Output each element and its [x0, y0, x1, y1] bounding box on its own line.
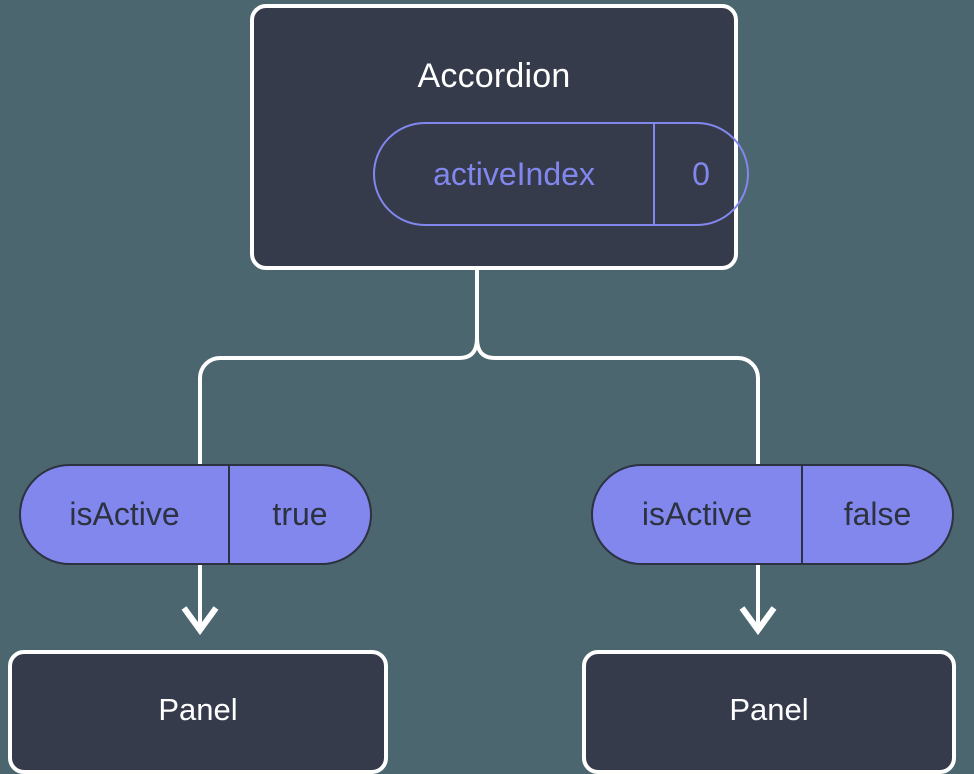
state-pill-active-index[interactable]: activeIndex 0: [373, 122, 749, 226]
connector-branch-left: [198, 337, 479, 464]
prop-pill-is-active-false[interactable]: isActive false: [591, 464, 954, 565]
arrow-down-icon-right-head: [739, 606, 777, 636]
prop-pill-key: isActive: [593, 466, 803, 563]
panel-node-title: Panel: [729, 691, 809, 727]
prop-pill-value: true: [272, 496, 328, 532]
accordion-node[interactable]: Accordion activeIndex 0: [250, 4, 749, 270]
accordion-node-title: Accordion: [417, 57, 571, 95]
state-pill-key: activeIndex: [375, 124, 655, 224]
prop-pill-key: isActive: [21, 466, 230, 563]
connector-junction: [475, 337, 760, 464]
panel-node-title: Panel: [158, 691, 238, 727]
prop-pill-is-active-true[interactable]: isActive true: [19, 464, 372, 565]
prop-pill-value: false: [843, 496, 912, 532]
arrow-down-icon-left-head: [181, 606, 219, 636]
panel-node-left[interactable]: Panel: [8, 650, 388, 774]
state-pill-value: 0: [692, 155, 710, 192]
panel-node-right[interactable]: Panel: [582, 650, 956, 774]
